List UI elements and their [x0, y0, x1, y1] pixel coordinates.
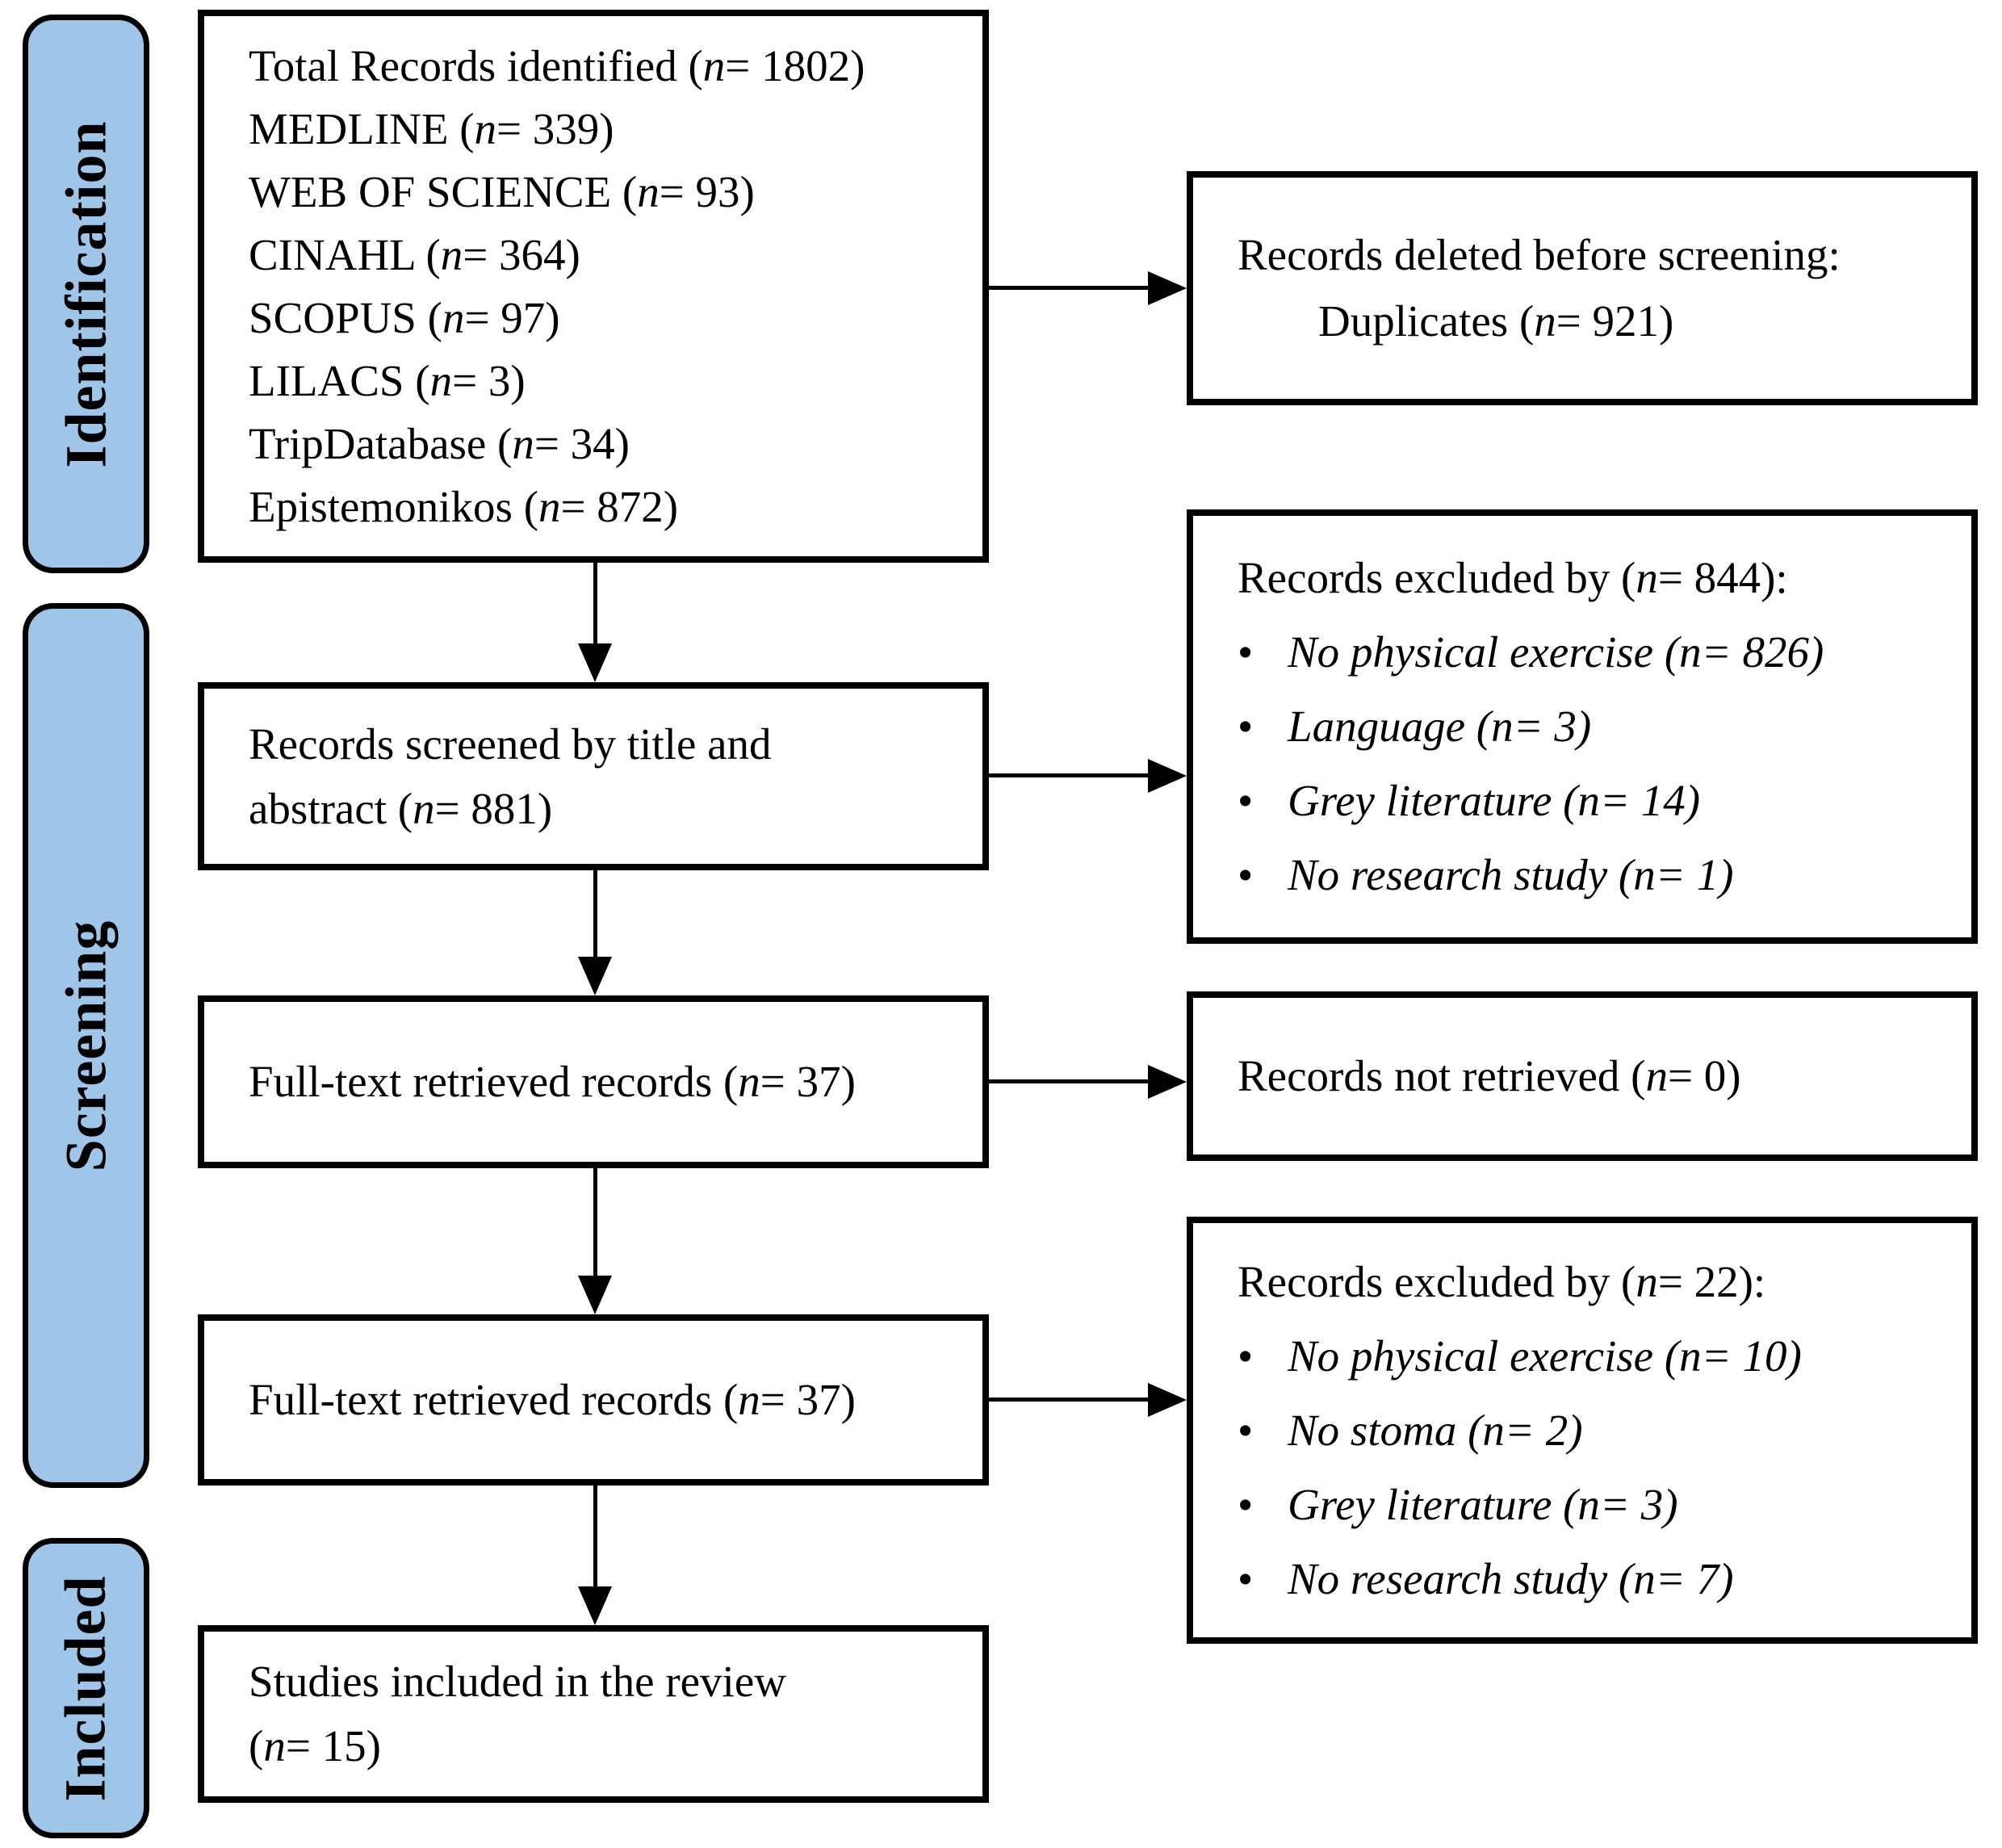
arrow-shaft [989, 286, 1148, 290]
bullet-icon: • [1238, 702, 1254, 751]
records-identified-total: Total Records identified (n= 1802) [249, 40, 865, 90]
records-not-retrieved-label: Records not retrieved (n= 0) [1238, 1051, 1741, 1100]
excluded-fulltext-item-4-text: No research study (n= 7) [1288, 1553, 1734, 1603]
arrowhead-right-icon [1148, 271, 1187, 305]
bullet-icon: • [1238, 776, 1254, 825]
excluded-screening-item-3-text: Grey literature (n= 14) [1288, 776, 1701, 825]
arrow-shaft [593, 870, 597, 957]
arrow-shaft [989, 1398, 1148, 1402]
records-deleted-line-2: Duplicates (n= 921) [1318, 296, 1674, 346]
bullet-icon: • [1238, 627, 1254, 677]
box-records-excluded-screening: Records excluded by (n= 844): • No physi… [1187, 509, 1978, 944]
box-fulltext-retrieved-2: Full-text retrieved records (n= 37) [198, 1314, 989, 1486]
excluded-screening-item-2-text: Language (n= 3) [1288, 702, 1592, 751]
box-records-identified: Total Records identified (n= 1802) MEDLI… [198, 10, 989, 563]
stage-band-identification: Identification [23, 15, 149, 573]
stage-band-included: Included [23, 1538, 149, 1838]
arrowhead-right-icon [1148, 1383, 1187, 1417]
arrowhead-down-icon [578, 643, 612, 682]
records-identified-epistemonikos: Epistemonikos (n= 872) [249, 481, 679, 531]
records-screened-line-1: Records screened by title and [249, 719, 772, 769]
records-deleted-line-1: Records deleted before screening: [1238, 230, 1841, 279]
box-records-screened: Records screened by title and abstract (… [198, 682, 989, 870]
bullet-icon: • [1238, 1405, 1254, 1455]
studies-included-line-1: Studies included in the review [249, 1657, 786, 1706]
stage-label-included: Included [53, 1574, 119, 1802]
excluded-fulltext-item-1: • No physical exercise (n= 10) [1238, 1319, 1802, 1393]
excluded-fulltext-item-4: • No research study (n= 7) [1238, 1542, 1733, 1616]
excluded-fulltext-title: Records excluded by (n= 22): [1238, 1256, 1766, 1306]
arrow-shaft [989, 773, 1148, 777]
stage-band-screening: Screening [23, 603, 149, 1488]
arrow-shaft [593, 563, 597, 643]
records-identified-lilacs: LILACS (n= 3) [249, 355, 526, 405]
box-fulltext-retrieved-1: Full-text retrieved records (n= 37) [198, 995, 989, 1168]
records-identified-tripdatabase: TripDatabase (n= 34) [249, 418, 630, 468]
studies-included-line-2: (n= 15) [249, 1721, 381, 1770]
box-records-excluded-fulltext: Records excluded by (n= 22): • No physic… [1187, 1217, 1978, 1644]
bullet-icon: • [1238, 850, 1254, 899]
arrowhead-down-icon [578, 957, 612, 995]
records-screened-line-2: abstract (n= 881) [249, 783, 553, 833]
stage-label-identification: Identification [53, 119, 119, 468]
arrowhead-down-icon [578, 1276, 612, 1314]
records-identified-medline: MEDLINE (n= 339) [249, 103, 614, 153]
excluded-fulltext-item-1-text: No physical exercise (n= 10) [1288, 1330, 1802, 1381]
excluded-screening-item-3: • Grey literature (n= 14) [1238, 764, 1700, 838]
excluded-screening-title: Records excluded by (n= 844): [1238, 553, 1788, 602]
records-identified-wos: WEB OF SCIENCE (n= 93) [249, 166, 755, 216]
records-identified-scopus: SCOPUS (n= 97) [249, 292, 560, 342]
arrow-shaft [593, 1486, 597, 1586]
bullet-icon: • [1238, 1553, 1254, 1603]
stage-label-screening: Screening [53, 920, 119, 1171]
excluded-screening-item-4-text: No research study (n= 1) [1288, 850, 1734, 899]
excluded-screening-item-4: • No research study (n= 1) [1238, 838, 1733, 912]
fulltext-retrieved-2-label: Full-text retrieved records (n= 37) [249, 1375, 856, 1424]
records-identified-cinahl: CINAHL (n= 364) [249, 229, 580, 279]
arrowhead-right-icon [1148, 759, 1187, 793]
excluded-screening-item-1: • No physical exercise (n= 826) [1238, 615, 1824, 689]
excluded-screening-item-2: • Language (n= 3) [1238, 689, 1591, 764]
box-studies-included: Studies included in the review (n= 15) [198, 1625, 989, 1803]
box-records-deleted: Records deleted before screening: Duplic… [1187, 171, 1978, 405]
arrow-shaft [593, 1168, 597, 1276]
bullet-icon: • [1238, 1479, 1254, 1529]
box-records-not-retrieved: Records not retrieved (n= 0) [1187, 991, 1978, 1161]
excluded-fulltext-item-2: • No stoma (n= 2) [1238, 1393, 1583, 1468]
arrow-shaft [989, 1079, 1148, 1083]
fulltext-retrieved-1-label: Full-text retrieved records (n= 37) [249, 1057, 856, 1106]
arrowhead-right-icon [1148, 1065, 1187, 1099]
arrowhead-down-icon [578, 1586, 612, 1625]
bullet-icon: • [1238, 1330, 1254, 1381]
excluded-fulltext-item-3: • Grey literature (n= 3) [1238, 1468, 1678, 1542]
excluded-screening-item-1-text: No physical exercise (n= 826) [1288, 627, 1824, 677]
excluded-fulltext-item-2-text: No stoma (n= 2) [1288, 1405, 1583, 1455]
excluded-fulltext-item-3-text: Grey literature (n= 3) [1288, 1479, 1678, 1529]
